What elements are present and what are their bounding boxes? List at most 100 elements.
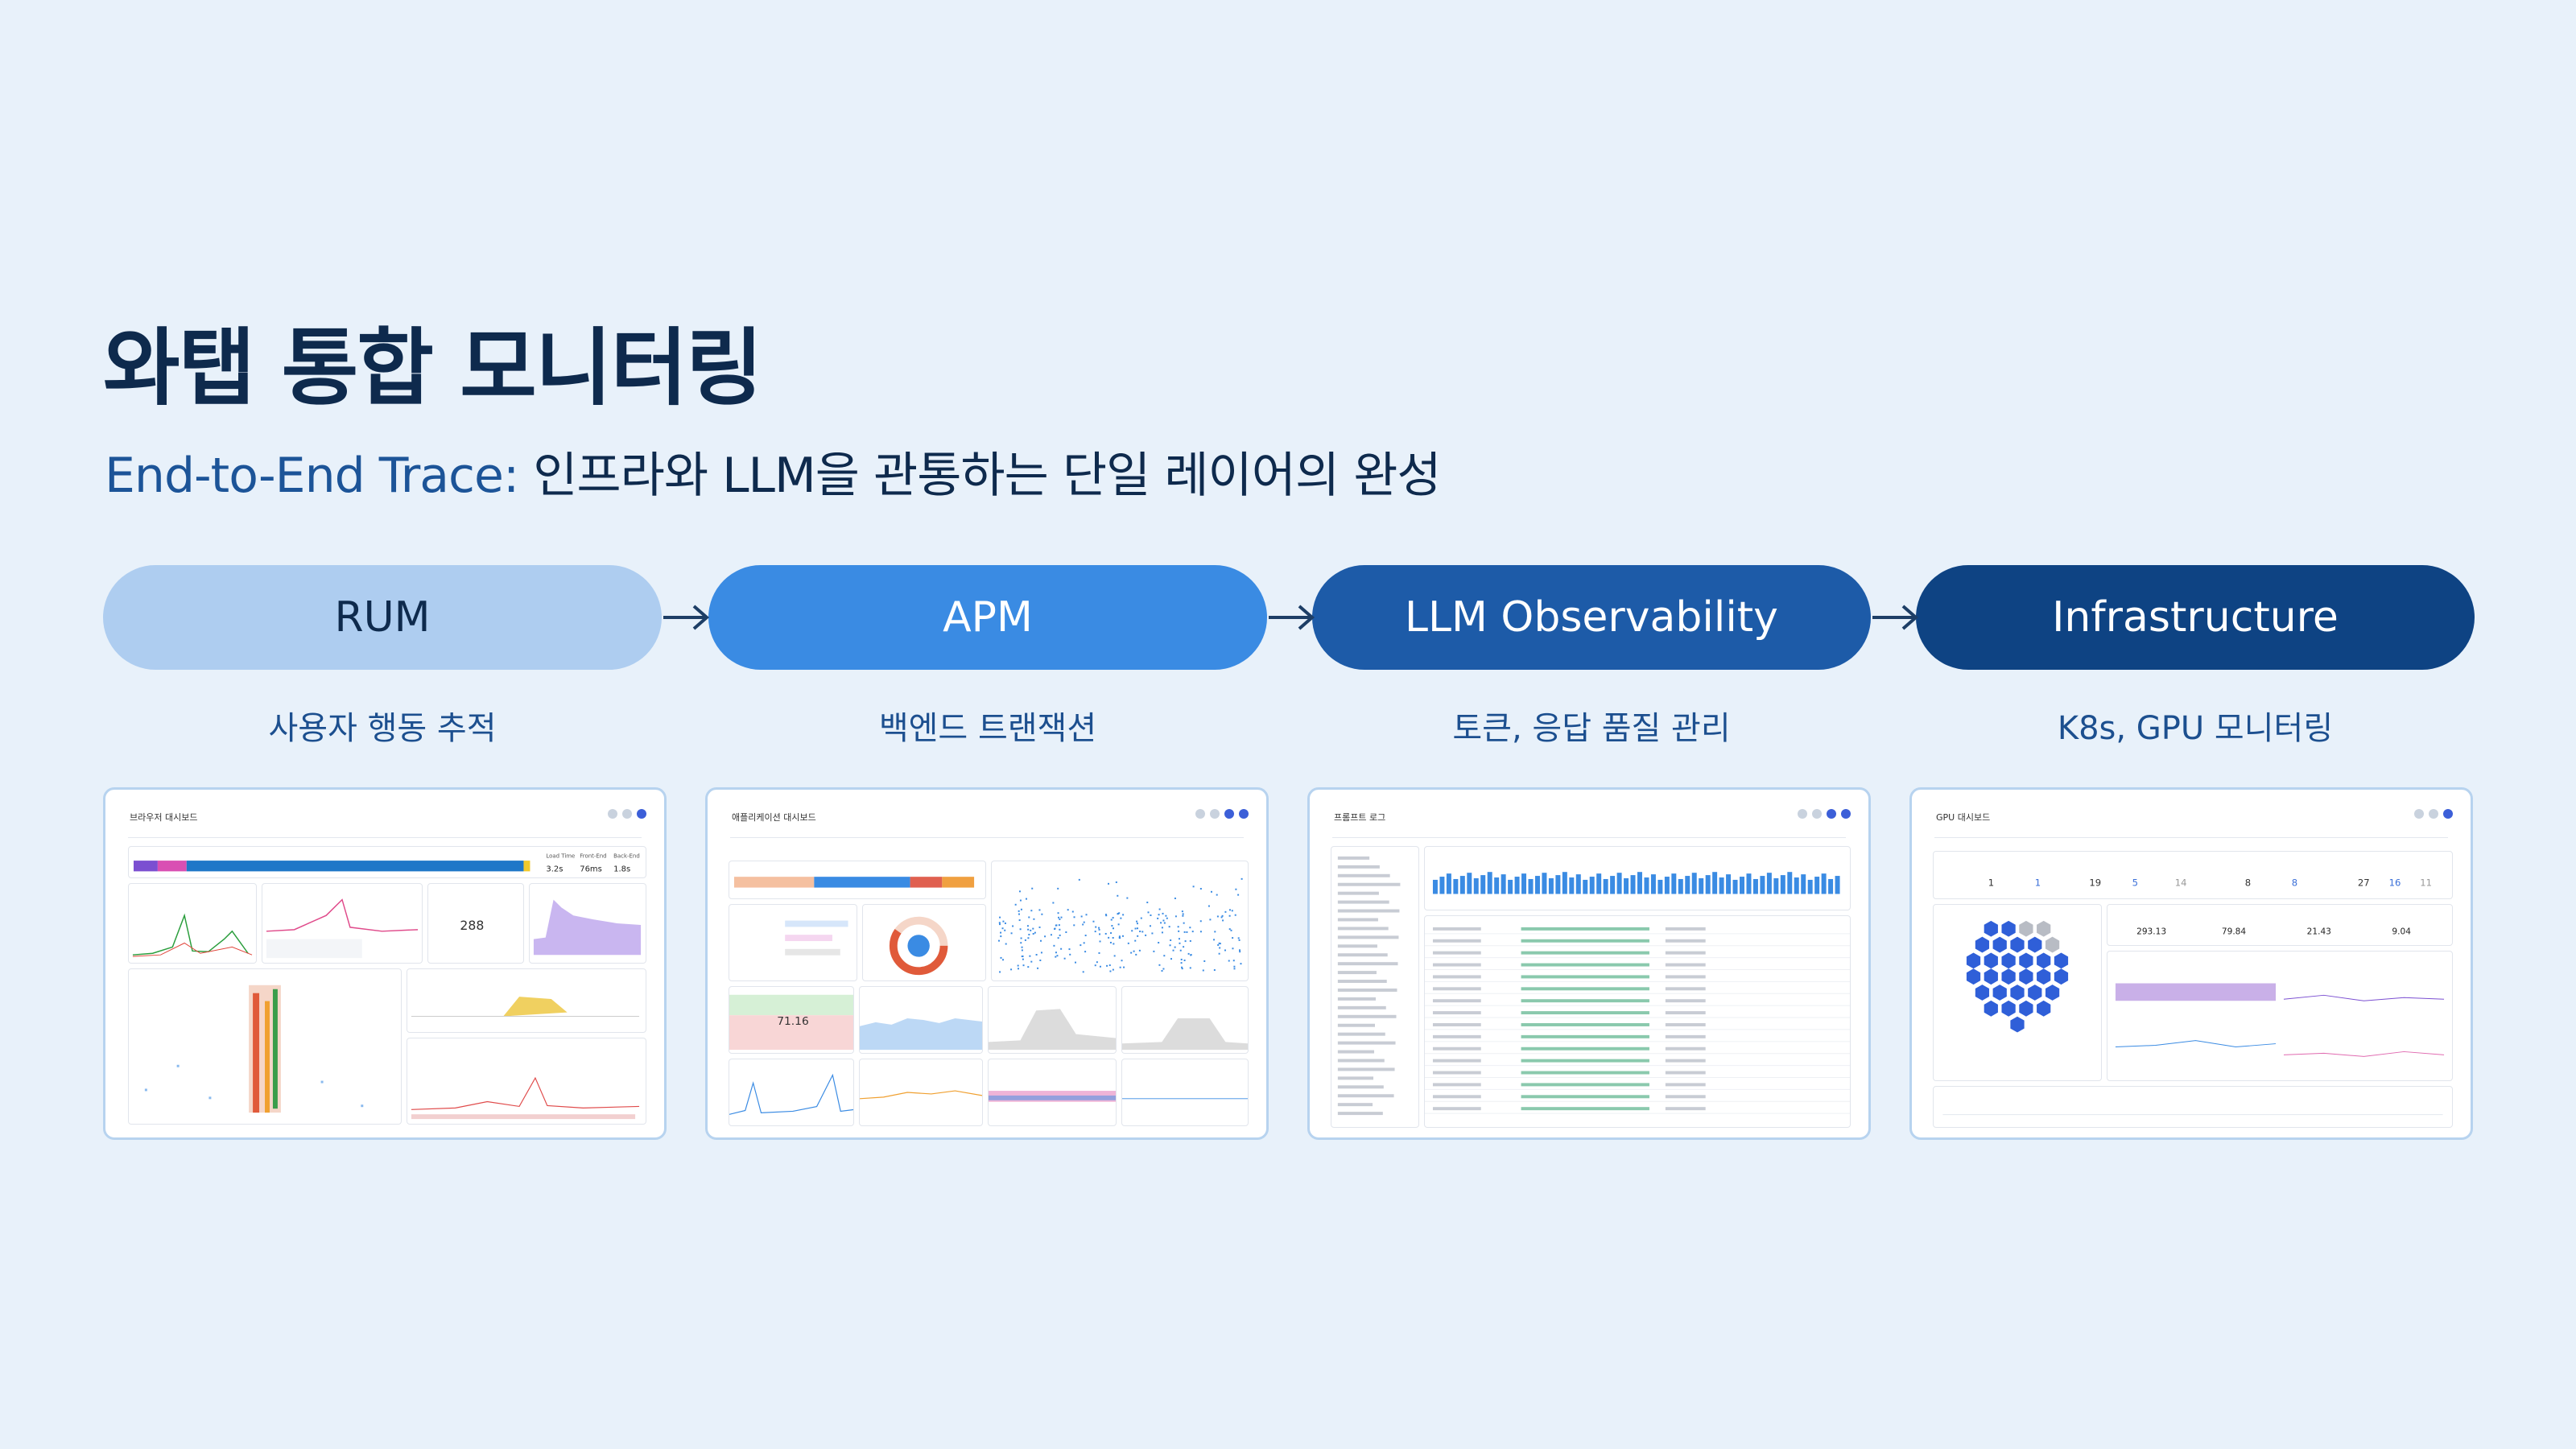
scatter-point [1126, 897, 1129, 899]
scatter-point [1078, 878, 1080, 881]
histogram-bar [1766, 873, 1772, 894]
scatter-point [1050, 934, 1052, 936]
scatter-point [1028, 916, 1030, 919]
scatter-point [1084, 935, 1087, 937]
scatter-point [1174, 915, 1177, 918]
histogram-bar [1508, 879, 1513, 894]
scatter-point [1162, 968, 1165, 970]
histogram-bar [1542, 873, 1547, 894]
filter-item [1337, 1032, 1385, 1036]
scatter-point [1160, 922, 1162, 924]
scatter-point [1019, 928, 1022, 931]
row-cell [1665, 1107, 1706, 1111]
row-cell [1665, 951, 1706, 955]
scatter-point [1180, 962, 1183, 964]
scatter-point [1014, 903, 1017, 906]
scatter-point [1115, 881, 1117, 883]
scatter-point [1104, 932, 1107, 935]
count-value: 11 [2420, 877, 2432, 889]
thumbnail-header [1934, 827, 2448, 838]
stage-caption-infra: K8s, GPU 모니터링 [2057, 710, 2334, 747]
row-cell [1432, 975, 1481, 979]
metric-value: 79.84 [2222, 927, 2247, 937]
scatter-point [1113, 943, 1115, 945]
filter-item [1337, 971, 1377, 975]
row-cell [1521, 1083, 1649, 1087]
scatter-point [1085, 914, 1088, 916]
filter-item [1337, 873, 1390, 877]
gpu-hex-cell [1984, 920, 1998, 937]
stage-caption-llm: 토큰, 응답 품질 관리 [1452, 710, 1731, 747]
row-cell [1665, 963, 1706, 967]
histogram-bar [1459, 876, 1465, 894]
metric-value: 9.04 [2392, 927, 2411, 937]
scatter-point [1151, 932, 1154, 935]
histogram-bar [1678, 878, 1683, 894]
row-cell [1521, 1071, 1649, 1075]
toolbar-icons [2414, 809, 2453, 819]
scatter-point [1004, 929, 1006, 931]
scatter-point [1147, 911, 1150, 914]
filter-item [1337, 1085, 1384, 1089]
scatter-point [1235, 888, 1237, 890]
gpu-hex-cell [2037, 920, 2051, 937]
histogram-bar [1569, 877, 1575, 894]
scatter-point [1022, 964, 1025, 967]
metric-value: 76ms [580, 865, 602, 874]
scatter-point [1218, 942, 1220, 944]
gpu-hex-cell [2019, 968, 2033, 985]
scatter-point [1199, 888, 1202, 890]
scatter-point [1165, 914, 1167, 917]
metric-value: 1.8s [613, 865, 630, 874]
stage-caption-apm: 백엔드 트랜잭션 [878, 710, 1097, 747]
scatter-point [998, 923, 1001, 926]
scatter-point [1162, 912, 1164, 914]
scatter-point [1199, 931, 1202, 933]
scatter-point [1230, 929, 1232, 931]
scatter-point [1112, 936, 1114, 939]
scatter-point [1071, 910, 1074, 913]
scatter-point [1027, 928, 1030, 931]
scatter-point [1221, 914, 1224, 917]
histogram-bar [1821, 873, 1827, 894]
scatter-point [1127, 942, 1129, 944]
filter-item [1337, 1076, 1374, 1080]
gpu-hex-cell [1966, 952, 1981, 969]
scatter-point [1118, 912, 1121, 914]
filter-item [1337, 927, 1389, 931]
scatter-point [1199, 920, 1202, 923]
scatter-point [1232, 947, 1234, 950]
toolbar-icons [1798, 809, 1851, 819]
filter-item [1337, 935, 1399, 939]
scatter-point [1121, 960, 1123, 962]
scatter-point [1027, 937, 1030, 939]
scatter-point [1099, 933, 1101, 935]
scatter-point [1122, 914, 1125, 916]
filter-item [1337, 988, 1397, 992]
chart-panel [407, 1038, 646, 1125]
scatter-point [1019, 899, 1022, 902]
gpu-hex-cell [1975, 985, 1990, 1001]
scatter-point [1131, 930, 1133, 932]
filter-item [1337, 900, 1389, 904]
stage-caption-rum: 사용자 행동 추적 [268, 710, 497, 747]
gpu-hex-cell [1984, 952, 1998, 969]
filter-item [1337, 1103, 1373, 1107]
gpu-hex-cell [2001, 1000, 2016, 1017]
gpu-hex-cell [2010, 936, 2025, 953]
scatter-point [1162, 919, 1165, 922]
scatter-point [1183, 960, 1186, 962]
gauge-value: 71.16 [777, 1015, 809, 1028]
scatter-point [1111, 925, 1113, 927]
scatter-point [1094, 931, 1096, 933]
histogram-bar [1664, 877, 1670, 894]
row-cell [1521, 1034, 1649, 1038]
filter-item [1337, 1067, 1395, 1071]
scatter-point [1021, 946, 1023, 948]
scatter-point [1055, 952, 1057, 954]
gpu-hex-cell [2054, 952, 2069, 969]
page-subtitle: End-to-End Trace: 인프라와 LLM을 관통하는 단일 레이어의… [105, 436, 1442, 506]
gpu-hex-cell [1966, 968, 1981, 985]
svg-text:Load Time: Load Time [546, 852, 575, 859]
filter-item [1337, 962, 1398, 966]
